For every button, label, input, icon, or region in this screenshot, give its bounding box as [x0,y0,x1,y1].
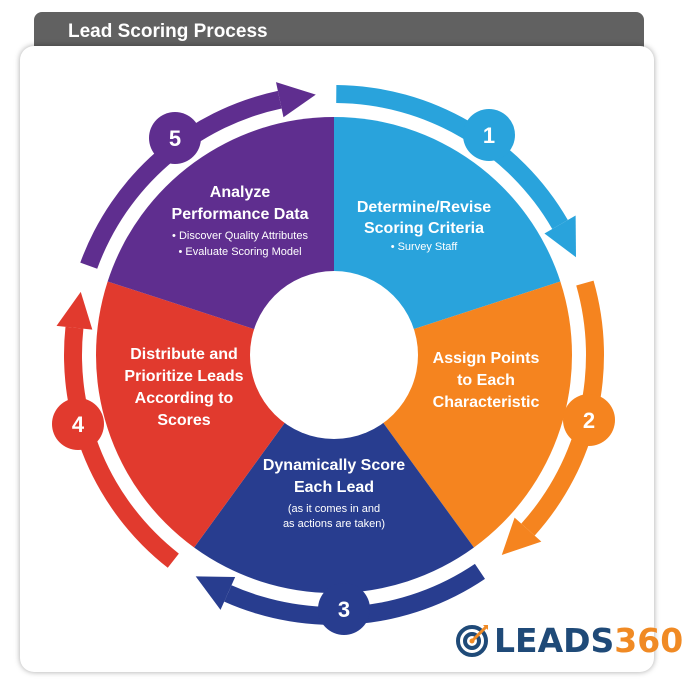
step-2-badge: 2 [563,394,615,446]
logo-text: LEADS360 [494,621,683,660]
step-5-title-line-2: Performance Data [172,206,309,223]
step-3-arrow-head [195,576,236,610]
step-2-number: 2 [583,408,595,433]
step-2-arrow-head [501,517,542,555]
step-5-bullet-2: • Evaluate Scoring Model [178,246,301,258]
step-2-label: Assign Points to Each Characteristic [433,350,540,411]
step-3-title-line-1: Dynamically Score [263,457,405,474]
step-4-label: Distribute and Prioritize Leads Accordin… [124,346,243,429]
step-3-number: 3 [338,597,350,622]
step-4-arrow-head [56,291,93,330]
leads360-logo: LEADS360 [456,618,683,662]
step-3-sector [194,355,474,593]
step-5-title-line-1: Analyze [210,184,271,201]
step-1-title-line-1: Determine/Revise [357,199,491,216]
step-3-bullet-1: (as it comes in and [288,503,380,515]
step-4-title-line-4: Scores [157,412,210,429]
step-5-arrow-band [80,90,282,269]
step-2-title-line-1: Assign Points [433,350,540,367]
step-5-number: 5 [169,126,181,151]
step-1-arrow-band [336,85,568,229]
step-3-title-line-2: Each Lead [294,479,374,496]
step-5-bullet-1: • Discover Quality Attributes [172,230,308,242]
step-1-title-line-2: Scoring Criteria [364,220,484,237]
step-3-label: Dynamically Score Each Lead (as it comes… [263,457,405,530]
step-3-arrow-band [224,563,485,625]
step-2-title-line-3: Characteristic [433,394,540,411]
step-1-label: Determine/Revise Scoring Criteria • Surv… [357,199,491,253]
logo-text-main: LEADS [494,620,615,660]
step-1-badge: 1 [463,109,515,161]
target-icon [456,625,488,657]
center-hole [250,271,418,439]
step-4-number: 4 [72,412,85,437]
step-1-bullet-1: • Survey Staff [391,241,459,253]
step-1-number: 1 [483,123,495,148]
step-4-badge: 4 [52,398,104,450]
step-5-badge: 5 [149,112,201,164]
step-4-title-line-1: Distribute and [130,346,238,363]
step-3-badge: 3 [318,583,370,635]
step-2-title-line-2: to Each [457,372,515,389]
step-4-title-line-3: According to [135,390,234,407]
logo-text-accent: 360 [614,620,683,660]
step-4-title-line-2: Prioritize Leads [124,368,243,385]
page-title: Lead Scoring Process [68,21,268,42]
process-diagram: 1 2 3 4 5 Determine/Revise Scoring Crite… [52,82,615,635]
step-5-label: Analyze Performance Data • Discover Qual… [172,184,309,258]
step-1-arrow-head [544,215,576,258]
step-5-arrow-head [275,82,316,118]
step-3-bullet-2: as actions are taken) [283,518,385,530]
